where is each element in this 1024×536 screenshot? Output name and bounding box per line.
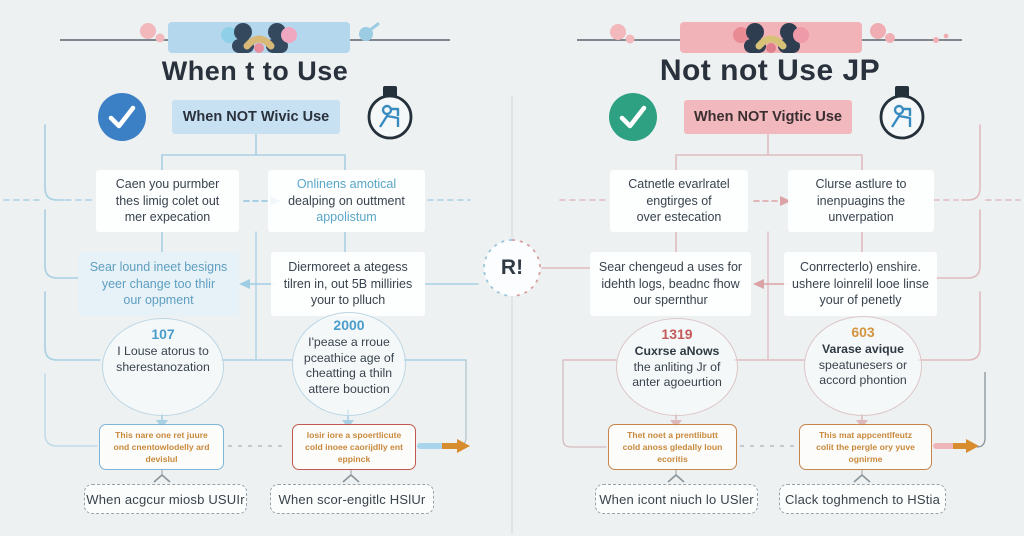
right-flow-arrow [933, 372, 986, 453]
left-footer-box-2: When scor-engitlc HSlUr [270, 484, 434, 514]
text-line: dealping on outtment [288, 193, 405, 208]
right-flow-box-2a: Sear chengeud a uses for idehth logs, be… [590, 252, 751, 316]
text-line: ond cnentowlodelly ard [113, 441, 210, 452]
text-line: appolistum [316, 210, 377, 225]
right-stat-oval-2: 603 Varase avique speatunesers or accord… [804, 316, 922, 416]
right-footer-box-1: When icont niuch lo USler [595, 484, 758, 514]
left-footer-chevrons [153, 468, 360, 483]
left-note-box-1: This nare one ret juure ond cnentowlodel… [99, 424, 224, 470]
text-line: Diermoreet a ategess [288, 260, 408, 275]
figure-badge-icon [364, 84, 416, 142]
text-line: inenpuagins the [816, 193, 906, 208]
right-flow-box-2b: Conrrecterlo) enshire. ushere loinrelil … [784, 252, 937, 316]
text-line: ushere loinrelil looe linse [792, 276, 929, 291]
left-footer-box-1: When acgcur miosb USUIr [84, 484, 247, 514]
text-line: the anliting Jr of [633, 359, 721, 374]
text-line: This nare one ret juure [115, 429, 208, 440]
right-flow-box-1b: Clurse astlure to inenpuagins the unverp… [788, 170, 934, 232]
text-line: Sear lound ineet besigns [89, 260, 228, 275]
text-line: our oppment [123, 293, 194, 308]
text-line: I Louse atorus to [117, 343, 209, 358]
right-note-box-1: Thet noet a prentlibutt cold anoss gleda… [608, 424, 737, 470]
right-note-box-2: This mat appcentlfeutz colit the pergle … [799, 424, 932, 470]
left-flow-box-2a: Sear lound ineet besigns yeer change too… [78, 252, 239, 316]
text-line: idehth logs, beadnc fhow [601, 276, 740, 291]
text-line: cheatting a thiln [305, 366, 393, 381]
text-line: Caen you purmber [115, 177, 220, 192]
stat-value: 2000 [333, 317, 365, 333]
text-line: your of penetly [819, 293, 902, 308]
right-connector-lines [541, 124, 1021, 448]
text-line: ognirme [848, 454, 883, 465]
text-line: Clurse astlure to [815, 177, 907, 192]
text-line: ecoritis [657, 454, 688, 465]
right-footer-box-2: Clack toghmench to HStia [779, 484, 946, 514]
stat-value: 107 [151, 326, 175, 342]
left-stat-oval-1: 107 I Louse atorus to sherestanozation [102, 318, 224, 416]
text-line: speatunesers or [818, 357, 908, 372]
text-line: cold anoss gledally loun [622, 441, 723, 452]
text-line: tilren in, out 5B milliries [283, 276, 413, 291]
left-flow-arrow [417, 439, 470, 453]
right-tag: When NOT Vigtic Use [684, 100, 852, 134]
text-line: pceathice age of [303, 350, 395, 365]
center-alert-badge [480, 236, 544, 300]
text-line: Catnetle evarlratel [628, 177, 730, 192]
text-line: anter agoeurtion [632, 375, 722, 390]
right-footer-chevrons [667, 468, 871, 483]
text-line: cold inoee caorijdlly ent [305, 441, 403, 452]
text-line: losir iore a spoertlicute [306, 429, 402, 440]
text-line: Cuxrse aNows [634, 343, 720, 358]
left-stat-oval-2: 2000 I'pease a rroue pceathice age of ch… [292, 312, 406, 416]
text-line: Onlinens amotical [296, 177, 397, 192]
figure-badge-icon [876, 84, 928, 142]
text-line: colit the pergle ory yuve [816, 441, 915, 452]
text-line: our spernthur [633, 293, 708, 308]
text-line: unverpation [828, 210, 894, 225]
right-flow-box-1a: Catnetle evarlratel engtirges of over es… [610, 170, 748, 232]
people-silhouettes-icon [733, 22, 809, 53]
right-title: Not not Use JP [659, 54, 881, 87]
stat-value: 603 [851, 324, 875, 340]
text-line: Varase avique [821, 341, 905, 356]
text-line: over estecation [636, 210, 722, 225]
text-line: devislul [145, 454, 178, 465]
text-line: engtirges of [646, 193, 712, 208]
decorative-blobs [140, 22, 949, 44]
text-line: I'pease a rroue [308, 334, 390, 349]
check-icon [609, 93, 657, 141]
right-stat-oval-1: 1319 Cuxrse aNows the anliting Jr of ant… [616, 318, 738, 416]
left-connector-lines [3, 124, 479, 447]
left-people-banner [168, 22, 350, 53]
center-badge-label: R! [500, 256, 524, 279]
text-line: sherestanozation [116, 359, 210, 374]
right-people-banner [680, 22, 862, 53]
text-line: eppinck [337, 454, 371, 465]
text-line: your to plluch [310, 293, 386, 308]
left-title: When t to Use [161, 56, 349, 86]
text-line: thes limig colet out [115, 193, 220, 208]
text-line: Conrrecterlo) enshire. [800, 260, 921, 275]
text-line: mer expecation [124, 210, 211, 225]
check-icon [98, 93, 146, 141]
people-silhouettes-icon [221, 22, 297, 53]
text-line: Sear chengeud a uses for [598, 260, 743, 275]
text-line: accord phontion [819, 373, 907, 388]
text-line: Thet noet a prentlibutt [627, 429, 718, 440]
left-flow-box-1b: Onlinens amotical dealping on outtment a… [268, 170, 425, 232]
left-flow-box-1a: Caen you purmber thes limig colet out me… [96, 170, 239, 232]
text-line: This mat appcentlfeutz [818, 429, 913, 440]
left-tag: When NOT Wivic Use [172, 100, 340, 134]
text-line: attere bouction [308, 382, 390, 397]
stat-value: 1319 [661, 326, 693, 342]
text-line: yeer change too thlir [101, 276, 216, 291]
left-flow-box-2b: Diermoreet a ategess tilren in, out 5B m… [271, 252, 425, 316]
left-note-box-2: losir iore a spoertlicute cold inoee cao… [292, 424, 416, 470]
